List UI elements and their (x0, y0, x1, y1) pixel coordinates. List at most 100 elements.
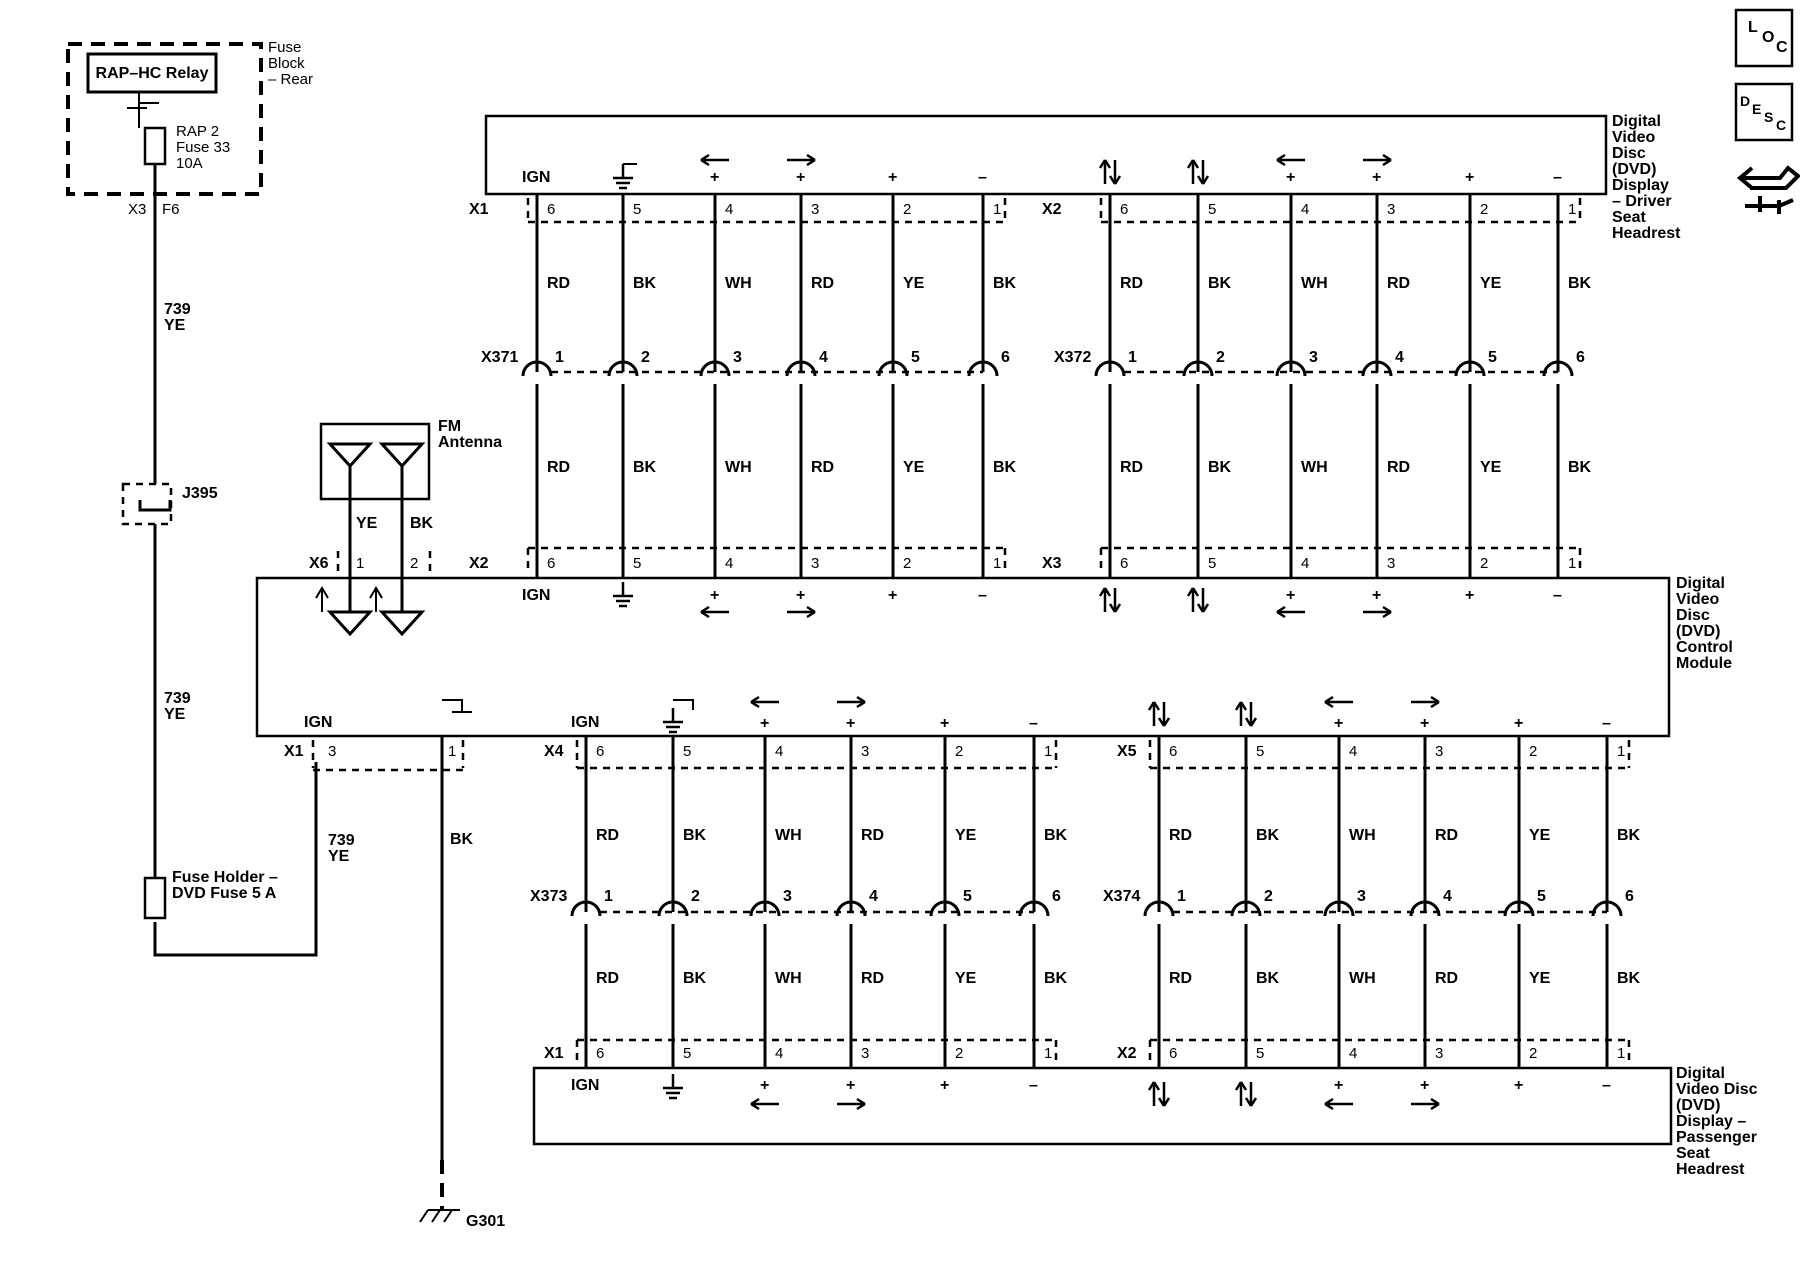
wire-color-low-a-0-1: BK (683, 827, 707, 844)
inline-low-pin-0-1: 2 (691, 888, 700, 905)
driver-arrow-1-b (1363, 153, 1392, 167)
inline-low-cap-1-2 (1323, 900, 1355, 917)
wire-color-up-b-0-0: RD (547, 459, 570, 476)
inline-low-cap-0-4 (929, 900, 961, 917)
driver-conn-outline-0 (526, 198, 1007, 224)
driver-updown-a (1098, 159, 1122, 185)
inline-conn-X372: X372 (1054, 349, 1091, 366)
svg-text:C: C (1776, 117, 1786, 133)
inline-low-pin-1-5: 6 (1625, 888, 1634, 905)
wire-color-low-b-1-5: BK (1617, 970, 1641, 987)
antenna-wire-ye: YE (356, 515, 378, 532)
inline-pin-0-3: 4 (819, 349, 828, 366)
module-sym-up-0-2: + (710, 587, 719, 604)
circuit-739-color-a: YE (164, 317, 186, 334)
wire-color-low-a-1-2: WH (1349, 827, 1376, 844)
passenger-pin-1-2: 4 (1349, 1045, 1357, 1062)
inline-cap-0-3 (785, 360, 817, 377)
driver-pin-0-4: 2 (903, 201, 911, 218)
wire-color-up-a-0-0: RD (547, 275, 570, 292)
passenger-outline-1 (1148, 1038, 1631, 1066)
loc-icon[interactable]: LOC (1734, 8, 1794, 68)
inline-cap-1-0 (1094, 360, 1126, 377)
fuse-block-pin: F6 (162, 201, 180, 218)
module-pin-low-1-5: 1 (1617, 743, 1625, 760)
ground-conn-x1: X1 (284, 743, 304, 760)
passenger-outline-0 (575, 1038, 1058, 1066)
connector-view-icon[interactable] (1736, 165, 1800, 214)
circuit-739-color-c: YE (328, 848, 350, 865)
module-conn-X2: X2 (469, 555, 489, 572)
module-sym-up-1-2: + (1286, 587, 1295, 604)
passenger-sym-1-4: + (1514, 1077, 1523, 1094)
driver-pin-1-1: 5 (1208, 201, 1216, 218)
wire-color-up-b-1-2: WH (1301, 459, 1328, 476)
driver-display-box (484, 114, 1608, 196)
driver-arrow-1-a (1276, 153, 1305, 167)
wire-color-up-a-1-1: BK (1208, 275, 1232, 292)
inline-low-pin-1-3: 4 (1443, 888, 1452, 905)
wire-color-low-b-0-5: BK (1044, 970, 1068, 987)
driver-sym-0-4: + (888, 169, 897, 186)
wire-color-low-b-1-3: RD (1435, 970, 1458, 987)
ground-pin-1: 1 (448, 743, 456, 760)
ground-g301: G301 (466, 1213, 505, 1230)
wire-color-low-a-1-3: RD (1435, 827, 1458, 844)
driver-pin-0-3: 3 (811, 201, 819, 218)
wire-color-up-b-1-5: BK (1568, 459, 1592, 476)
passenger-pin-1-5: 1 (1617, 1045, 1625, 1062)
passenger-sym-0-5: – (1029, 1077, 1038, 1094)
inline-pin-0-4: 5 (911, 349, 920, 366)
module-arrow-up-0-a (700, 605, 729, 619)
module-pin-up-1-4: 2 (1480, 555, 1488, 572)
wire-color-low-a-1-0: RD (1169, 827, 1192, 844)
inline-low-cap-0-0 (570, 900, 602, 917)
inline-low-cap-1-4 (1503, 900, 1535, 917)
driver-arrow-0-a (700, 153, 729, 167)
wire-color-up-a-0-4: YE (903, 275, 925, 292)
wire-color-up-a-1-4: YE (1480, 275, 1502, 292)
module-sym-low-1-2: + (1334, 715, 1343, 732)
passenger-sym-1-5: – (1602, 1077, 1611, 1094)
driver-pin-0-5: 1 (993, 201, 1001, 218)
svg-text:L: L (1748, 19, 1758, 36)
inline-cap-0-4 (877, 360, 909, 377)
inline-cap-1-1 (1182, 360, 1214, 377)
module-pin-up-0-3: 3 (811, 555, 819, 572)
driver-sym-1-2: + (1286, 169, 1295, 186)
module-pin-low-1-1: 5 (1256, 743, 1264, 760)
module-pin-up-0-1: 5 (633, 555, 641, 572)
passenger-updown-a (1147, 1081, 1171, 1107)
module-ground-icon-up (613, 582, 633, 608)
circuit-739-color-b: YE (164, 706, 186, 723)
passenger-arrow-1-b (1411, 1097, 1440, 1111)
svg-text:S: S (1764, 109, 1773, 125)
wire-color-low-a-1-5: BK (1617, 827, 1641, 844)
module-pin-low-0-1: 5 (683, 743, 691, 760)
antenna-pin-2: 2 (410, 555, 418, 572)
module-pin-low-0-2: 4 (775, 743, 783, 760)
inline-low-pin-0-2: 3 (783, 888, 792, 905)
module-pin-low-1-3: 3 (1435, 743, 1443, 760)
wire-color-up-a-1-2: WH (1301, 275, 1328, 292)
inline-low-cap-0-3 (835, 900, 867, 917)
inline-conn-X374: X374 (1103, 888, 1140, 905)
passenger-pin-0-3: 3 (861, 1045, 869, 1062)
inline-pin-0-5: 6 (1001, 349, 1010, 366)
circuit-739-number-b: 739 (164, 690, 191, 707)
inline-pin-1-3: 4 (1395, 349, 1404, 366)
module-sym-low-1-4: + (1514, 715, 1523, 732)
module-updown-low-b (1234, 701, 1258, 727)
module-ground-tab-low (673, 699, 694, 710)
driver-sym-1-3: + (1372, 169, 1381, 186)
wire-color-up-b-1-1: BK (1208, 459, 1232, 476)
module-pin-up-0-2: 4 (725, 555, 733, 572)
module-sym-up-1-4: + (1465, 587, 1474, 604)
wire-color-low-b-0-2: WH (775, 970, 802, 987)
module-pin-low-0-5: 1 (1044, 743, 1052, 760)
driver-ground-icon (613, 164, 633, 190)
